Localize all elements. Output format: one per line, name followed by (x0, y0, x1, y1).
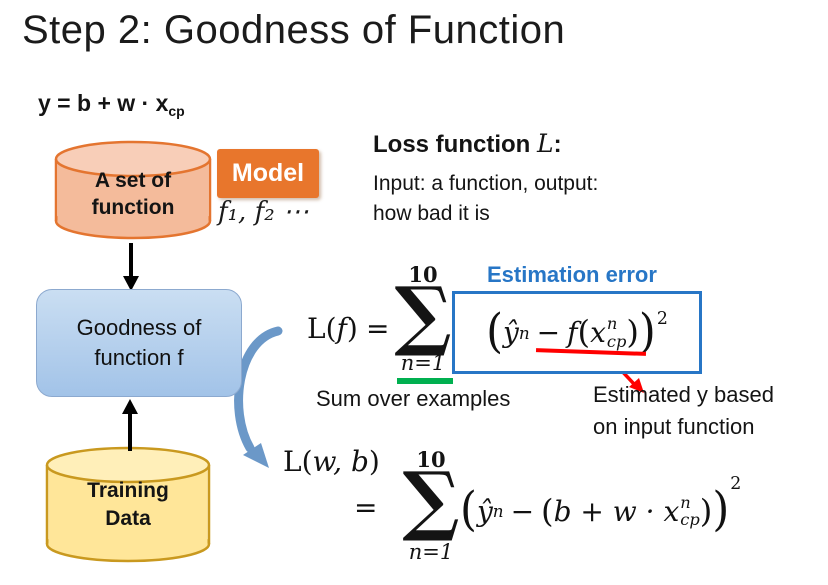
lwb-x-sup: n (680, 492, 691, 512)
lwb-open: ( (301, 445, 313, 478)
lf-x-sub: cp (606, 331, 627, 351)
training-data-label: Training Data (47, 477, 209, 533)
lf-yhat: ŷ (503, 316, 519, 349)
lwb-inner-body: b + w · x (553, 494, 680, 528)
lf-close: ) (346, 312, 358, 345)
goodness-box: Goodness of function f (36, 289, 242, 397)
estimated-y-label-line2: on input function (593, 414, 755, 439)
lf-var: f (336, 312, 347, 345)
model-equation-main: y = b + w · x (38, 90, 169, 116)
loss-heading-prefix: Loss function (373, 131, 537, 158)
lf-minus: − (536, 316, 561, 349)
lf-xvar: x (590, 316, 606, 349)
model-equation-subscript: cp (168, 103, 185, 119)
sum1-sigma: ∑ (394, 270, 452, 359)
lf-yhat-sup: n (518, 322, 530, 343)
lwb-vars: w, b (312, 445, 369, 478)
lf-inner-close: ) (626, 313, 639, 352)
lwb-inner-open: ( (541, 491, 554, 530)
lf-inner-open: ( (577, 313, 591, 352)
lf-bigparen-open: ( (486, 304, 504, 359)
sum2-lower-limit: n=1 (408, 540, 454, 564)
loss-heading-symbol: L (537, 129, 554, 158)
sum2-sigma: ∑ (402, 455, 460, 544)
set-of-function-cylinder (54, 140, 212, 240)
loss-heading: Loss function L: (373, 129, 562, 159)
lf-x-sup: n (606, 314, 618, 334)
formula-lf-lhs: L(f) (307, 312, 358, 345)
lwb-L: L (283, 445, 302, 478)
goodness-line1: Goodness of (76, 315, 202, 340)
page-title: Step 2: Goodness of Function (22, 8, 566, 52)
lf-exponent: 2 (656, 308, 668, 329)
estimated-y-label-line1: Estimated y based (593, 382, 774, 407)
lf-open: ( (325, 312, 337, 345)
lwb-bigparen-close: ) (712, 483, 730, 538)
lwb-x-sub: cp (680, 510, 700, 529)
model-equation: y = b + w · xcp (38, 90, 185, 119)
lf-L: L (307, 312, 326, 345)
loss-heading-suffix: : (553, 131, 562, 158)
function-list: f₁, f₂ ⋯ (218, 197, 309, 227)
formula-lwb-lhs: L(w, b) (283, 445, 380, 478)
lwb-inner-close: ) (699, 491, 713, 530)
model-badge: Model (217, 149, 319, 198)
sum1-upper-limit: 10 (408, 262, 438, 287)
set-of-function-line2: function (91, 196, 175, 219)
set-of-function-line1: A set of (94, 169, 172, 192)
formula-lf-equals: = (366, 312, 390, 345)
training-data-line1: Training (87, 479, 169, 502)
lwb-bigparen-open: ( (460, 483, 477, 538)
goodness-line2: function f (94, 345, 184, 370)
arrow-down-icon (123, 243, 139, 291)
lwb-close: ) (368, 445, 380, 478)
sum2-upper-limit: 10 (416, 447, 446, 472)
lwb-exponent: 2 (730, 474, 742, 494)
lwb-minus: − (510, 494, 535, 528)
curved-arrow-icon (234, 326, 283, 468)
set-of-function-label: A set of function (56, 167, 210, 221)
training-data-line2: Data (105, 507, 151, 530)
estimation-error-label: Estimation error (487, 262, 657, 287)
sum1-lower-limit: n=1 (400, 351, 446, 375)
sum-over-examples-label: Sum over examples (316, 386, 511, 411)
lwb-yhat-sup: n (492, 501, 504, 521)
lf-bigparen-close: ) (638, 304, 656, 359)
lf-fvar: f (567, 316, 578, 349)
green-underline (397, 378, 453, 384)
training-data-cylinder (45, 446, 211, 563)
loss-desc-line2: how bad it is (373, 202, 490, 225)
arrow-up-icon (122, 399, 138, 451)
formula-lwb-equals: = (354, 491, 378, 524)
loss-desc-line1: Input: a function, output: (373, 172, 599, 195)
lwb-yhat: ŷ (476, 494, 493, 528)
